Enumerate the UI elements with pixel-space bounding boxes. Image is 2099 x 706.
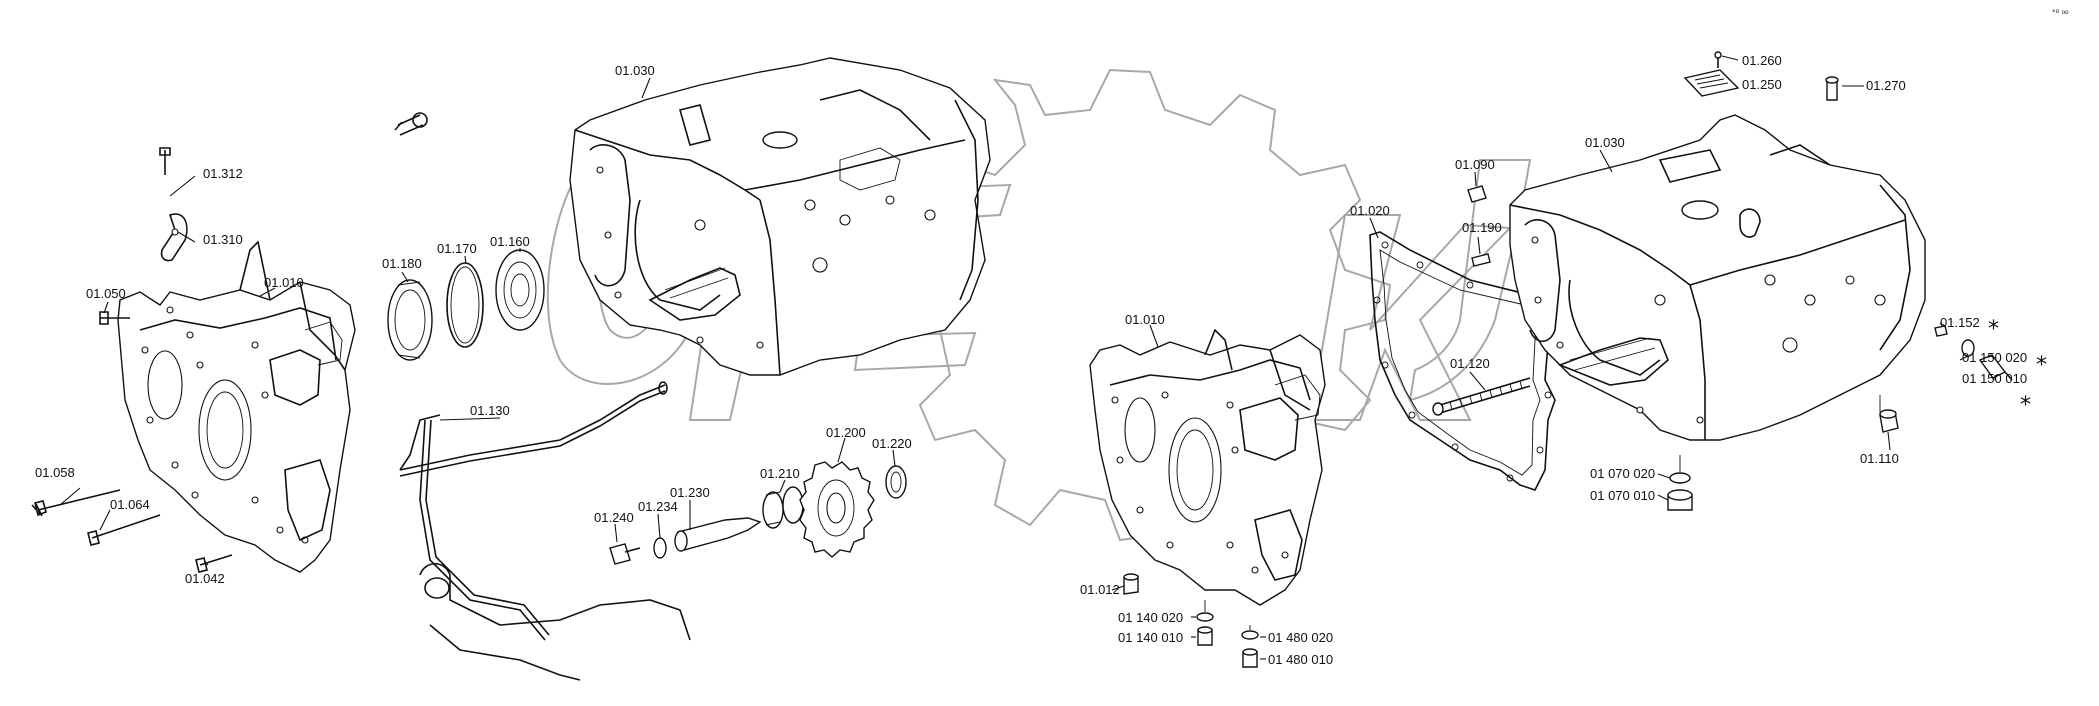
pin-01-190 [1471, 253, 1491, 267]
seal-01-140-020 [1196, 612, 1214, 622]
asterisk-01-152: * [1988, 317, 1999, 342]
plug-01-012 [1123, 573, 1139, 595]
breather-01-270 [1825, 76, 1839, 101]
label-01-058: 01.058 [35, 465, 75, 480]
label-01-090: 01.090 [1455, 157, 1495, 172]
label-01-030-right: 01.030 [1585, 135, 1625, 150]
nameplate-01-250 [1683, 69, 1740, 97]
label-01-010-mid: 01.010 [1125, 312, 1165, 327]
bolt-01-042 [195, 554, 233, 573]
washer-01-220 [885, 465, 907, 499]
label-01-170: 01.170 [437, 241, 477, 256]
pin-01-152 [1934, 325, 1948, 337]
label-01-260: 01.260 [1742, 53, 1782, 68]
bearing-01-160 [495, 249, 545, 331]
label-01-220: 01.220 [872, 436, 912, 451]
label-01-200: 01.200 [826, 425, 866, 440]
label-01-070-020: 01 070 020 [1590, 466, 1655, 481]
label-01-310: 01.310 [203, 232, 243, 247]
asterisk-01-150-010: * [2020, 393, 2031, 418]
front-housing-middle [1089, 328, 1326, 606]
plug-01-140-010 [1197, 626, 1213, 646]
label-01-230: 01.230 [670, 485, 710, 500]
spring-01-120 [1432, 377, 1531, 416]
label-01-150-020: 01 150 020 [1962, 350, 2027, 365]
plug-01-070-010 [1667, 489, 1693, 511]
rear-housing-right [1509, 114, 1926, 441]
label-01-152: 01.152 [1940, 315, 1980, 330]
label-01-030-left: 01.030 [615, 63, 655, 78]
plug-01-480-010 [1242, 648, 1258, 668]
rear-housing-left [569, 57, 991, 376]
washer-01-234 [653, 537, 667, 559]
seal-01-480-020 [1241, 630, 1259, 640]
front-housing-left [117, 240, 356, 573]
plug-01-110 [1879, 409, 1899, 433]
leader-lines [59, 55, 1996, 660]
label-01-160: 01.160 [490, 234, 530, 249]
bolt-01-058 [31, 489, 121, 517]
axis-lines-right [1679, 395, 1881, 472]
label-01-110: 01.110 [1860, 451, 1899, 466]
rivet-01-260 [1714, 51, 1722, 68]
bearing-01-210 [762, 486, 804, 529]
label-01-020: 01.020 [1350, 203, 1390, 218]
seal-01-070-020 [1669, 472, 1691, 484]
label-01-130: 01.130 [470, 403, 510, 418]
part-labels: 01.312 01.310 01.050 01.010 01.058 01.06… [35, 8, 2069, 667]
housing-fragment-bottom [419, 562, 691, 681]
label-01-050: 01.050 [86, 286, 126, 301]
label-01-234: 01.234 [638, 499, 678, 514]
label-01-480-020: 01 480 020 [1268, 630, 1333, 645]
label-01-270: 01.270 [1866, 78, 1906, 93]
label-01-150-010: 01 150 010 [1962, 371, 2027, 386]
label-01-480-010: 01 480 010 [1268, 652, 1333, 667]
bolt-01-050 [99, 311, 130, 325]
switch-01-150-010 [1978, 354, 2013, 381]
label-01-120: 01.120 [1450, 356, 1490, 371]
corner-mark: °⁰ ᵒᵒ [2052, 8, 2069, 18]
snap-ring-01-170 [446, 262, 484, 348]
label-01-210: 01.210 [760, 466, 800, 481]
asterisk-01-150-020: * [2036, 353, 2047, 378]
label-01-010-left: 01.010 [264, 275, 304, 290]
bracket-01-310 [160, 213, 188, 262]
label-01-240: 01.240 [594, 510, 634, 525]
shaft-01-230 [674, 517, 762, 552]
label-01-250: 01.250 [1742, 77, 1782, 92]
label-01-312: 01.312 [203, 166, 243, 181]
bolt-01-312 [159, 147, 171, 175]
label-01-042: 01.042 [185, 571, 225, 586]
label-01-190: 01.190 [1462, 220, 1502, 235]
plug-01-090 [1467, 185, 1487, 203]
seal-01-180 [387, 279, 433, 361]
bolt-01-064 [87, 514, 161, 546]
bolt-01-240 [609, 543, 641, 565]
fitting-top-left [394, 112, 428, 136]
label-01-012: 01.012 [1080, 582, 1120, 597]
label-01-140-020: 01 140 020 [1118, 610, 1183, 625]
label-01-064: 01.064 [110, 497, 150, 512]
axis-lines-middle [1204, 600, 1251, 630]
label-01-180: 01.180 [382, 256, 422, 271]
gear-01-200 [799, 461, 875, 558]
label-01-070-010: 01 070 010 [1590, 488, 1655, 503]
label-01-140-010: 01 140 010 [1118, 630, 1183, 645]
